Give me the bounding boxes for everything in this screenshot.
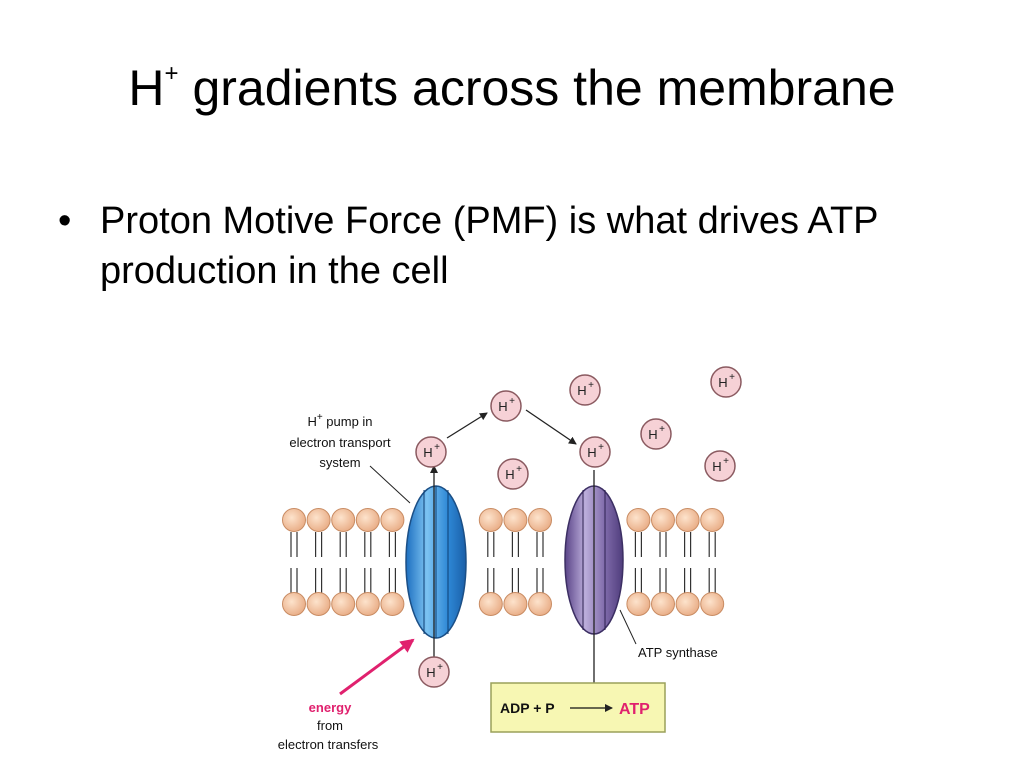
lipid-head: [626, 508, 651, 532]
pump-label-line2: electron transport: [289, 435, 391, 450]
title-h: H: [128, 60, 165, 116]
lipid-head: [528, 592, 552, 616]
electron-transport-pump: [405, 485, 467, 639]
svg-text:H: H: [423, 445, 432, 460]
lipid-head: [306, 508, 331, 532]
energy-arrow: [339, 638, 415, 696]
energy-source-label: electron transfers: [278, 737, 379, 752]
svg-text:H: H: [587, 445, 596, 460]
svg-text:+: +: [659, 424, 665, 435]
svg-text:+: +: [434, 442, 440, 453]
lipid-head: [528, 508, 552, 532]
lipid-tails: [290, 532, 716, 593]
pump-label-pointer: [369, 465, 411, 504]
lipid-head: [651, 592, 675, 616]
lipid-head: [331, 508, 356, 532]
lipid-head: [675, 508, 700, 532]
proton-ion: H+: [418, 656, 450, 688]
svg-text:H: H: [498, 399, 507, 414]
proton-ion: H+: [579, 436, 611, 468]
bullet-dot: •: [58, 200, 72, 242]
lipid-head: [503, 508, 528, 532]
energy-label: energy: [309, 700, 352, 715]
svg-text:+: +: [723, 456, 729, 467]
svg-text:H: H: [718, 375, 727, 390]
proton-ion: H+: [704, 450, 736, 482]
reaction-product: ATP: [619, 701, 650, 718]
lipid-head: [503, 592, 528, 616]
atp-synthase-label: ATP synthase: [638, 645, 718, 660]
reaction-box: ADP + P ATP: [490, 682, 666, 733]
slide-title: H+ gradients across the membrane: [0, 60, 1024, 116]
svg-text:+: +: [729, 372, 735, 383]
svg-text:H: H: [648, 427, 657, 442]
proton-ion: H+: [569, 374, 601, 406]
svg-text:+: +: [588, 380, 594, 391]
proton-ion: H+: [497, 458, 529, 490]
lipid-head: [331, 592, 356, 616]
lipid-head: [380, 592, 405, 616]
lipid-heads: [282, 508, 725, 616]
synthase-label-pointer: [619, 609, 637, 645]
svg-text:H: H: [577, 383, 586, 398]
svg-text:H: H: [505, 467, 514, 482]
lipid-head: [282, 508, 306, 532]
svg-text:+: +: [598, 442, 604, 453]
lipid-head: [355, 592, 380, 616]
energy-from-label: from: [317, 718, 343, 733]
proton-ion: H+: [710, 366, 742, 398]
svg-text:+: +: [509, 396, 515, 407]
lipid-bilayer: [282, 508, 725, 616]
lipid-head: [700, 508, 725, 532]
title-superscript: +: [164, 60, 179, 87]
proton-ion: H+: [640, 418, 672, 450]
title-rest: gradients across the membrane: [178, 60, 896, 116]
lipid-head: [651, 508, 675, 532]
lipid-head: [626, 592, 651, 616]
svg-text:+: +: [516, 464, 522, 475]
lipid-head: [282, 592, 306, 616]
lipid-head: [355, 508, 380, 532]
proton-flow-arrows: [430, 409, 598, 691]
proton-ion: H+: [490, 390, 522, 422]
lipid-head: [478, 508, 503, 532]
lipid-head: [700, 592, 725, 616]
pump-out-arrow: [446, 412, 488, 439]
protons: H+H+H+H+H+H+H+H+H+: [415, 366, 742, 688]
synthase-in-arrow: [525, 409, 577, 445]
reaction-reactants: ADP + P: [500, 700, 555, 716]
svg-text:+: +: [437, 662, 443, 673]
pump-label-line3: system: [319, 455, 360, 470]
lipid-head: [478, 592, 503, 616]
svg-text:H: H: [426, 665, 435, 680]
pump-label-line1: H+ pump in: [307, 412, 372, 429]
bullet-text: Proton Motive Force (PMF) is what drives…: [100, 200, 878, 292]
proton-ion: H+: [415, 436, 447, 468]
lipid-head: [306, 592, 331, 616]
lipid-head: [675, 592, 700, 616]
svg-text:H: H: [712, 459, 721, 474]
lipid-head: [380, 508, 405, 532]
